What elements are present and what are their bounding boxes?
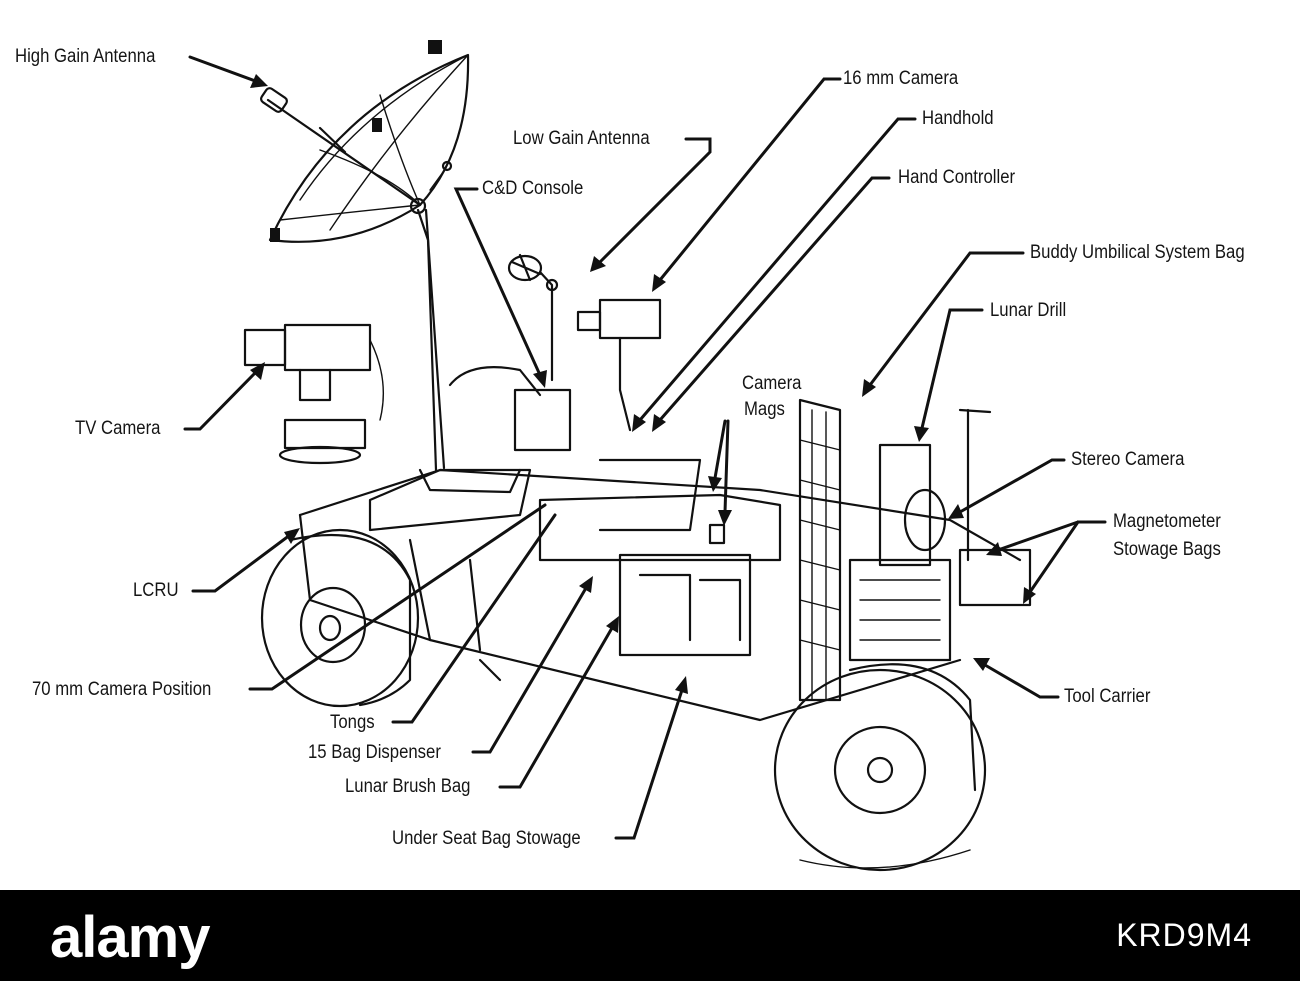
watermark-image-id: KRD9M4: [1116, 917, 1252, 953]
leader-lines: [183, 55, 1107, 840]
leader-tool-carrier: [973, 658, 1060, 699]
leader-hand-controller: [652, 176, 891, 432]
leader-16mm-camera: [652, 77, 842, 292]
low-gain-antenna: [507, 253, 559, 382]
label-tool-carrier: Tool Carrier: [1064, 686, 1151, 707]
leader-70mm-camera: [248, 503, 547, 691]
label-lunar-brush-bag: Lunar Brush Bag: [345, 776, 471, 797]
leader-stereo-camera: [948, 458, 1066, 519]
label-bag-dispenser: 15 Bag Dispenser: [308, 742, 441, 763]
lunar-rover-diagram: High Gain Antenna 16 mm Camera Handhold …: [15, 40, 1245, 872]
label-hand-controller: Hand Controller: [898, 167, 1016, 188]
leader-lcru: [191, 528, 300, 593]
leader-cd-console: [453, 187, 547, 388]
label-lcru: LCRU: [133, 580, 179, 601]
leader-tongs: [391, 513, 557, 724]
label-70mm-camera: 70 mm Camera Position: [32, 679, 212, 700]
leader-high-gain-antenna: [188, 55, 268, 88]
label-tv-camera: TV Camera: [75, 418, 161, 439]
label-buddy-umbilical: Buddy Umbilical System Bag: [1030, 242, 1245, 263]
rear-wheel: [773, 663, 987, 872]
leader-under-seat: [614, 676, 688, 840]
watermark-logo: alamy: [50, 905, 210, 970]
leader-handhold: [632, 117, 917, 432]
label-lunar-drill: Lunar Drill: [990, 300, 1067, 321]
label-stereo-camera: Stereo Camera: [1071, 449, 1185, 470]
label-tongs: Tongs: [330, 712, 375, 733]
rear-pallet: [798, 398, 1032, 702]
leader-buddy-umbilical: [862, 251, 1025, 397]
rover-drawing: [243, 40, 1032, 872]
high-gain-antenna-dish: [260, 40, 470, 472]
label-low-gain-antenna: Low Gain Antenna: [513, 128, 650, 149]
leader-tv-camera: [183, 362, 265, 431]
chassis-frame: [298, 366, 1022, 722]
label-camera-mags-line2: Mags: [744, 399, 785, 420]
leader-magnetometer: [986, 520, 1107, 604]
label-magnetometer-line2: Stowage Bags: [1113, 539, 1221, 560]
label-magnetometer-line1: Magnetometer: [1113, 511, 1221, 532]
label-handhold: Handhold: [922, 108, 994, 129]
leader-low-gain-antenna: [590, 137, 712, 272]
leader-camera-mags: [708, 419, 732, 526]
leader-lunar-brush-bag: [498, 616, 619, 789]
label-high-gain-antenna: High Gain Antenna: [15, 46, 156, 67]
watermark-bar: alamy KRD9M4: [0, 890, 1300, 981]
label-camera-mags-line1: Camera: [742, 373, 802, 394]
leader-lunar-drill: [914, 308, 984, 442]
label-cd-console: C&D Console: [482, 178, 584, 199]
label-under-seat: Under Seat Bag Stowage: [392, 828, 581, 849]
leader-bag-dispenser: [471, 576, 593, 754]
tv-camera-body: [243, 323, 384, 465]
label-16mm-camera: 16 mm Camera: [843, 68, 959, 89]
camera-16mm-body: [576, 298, 662, 432]
